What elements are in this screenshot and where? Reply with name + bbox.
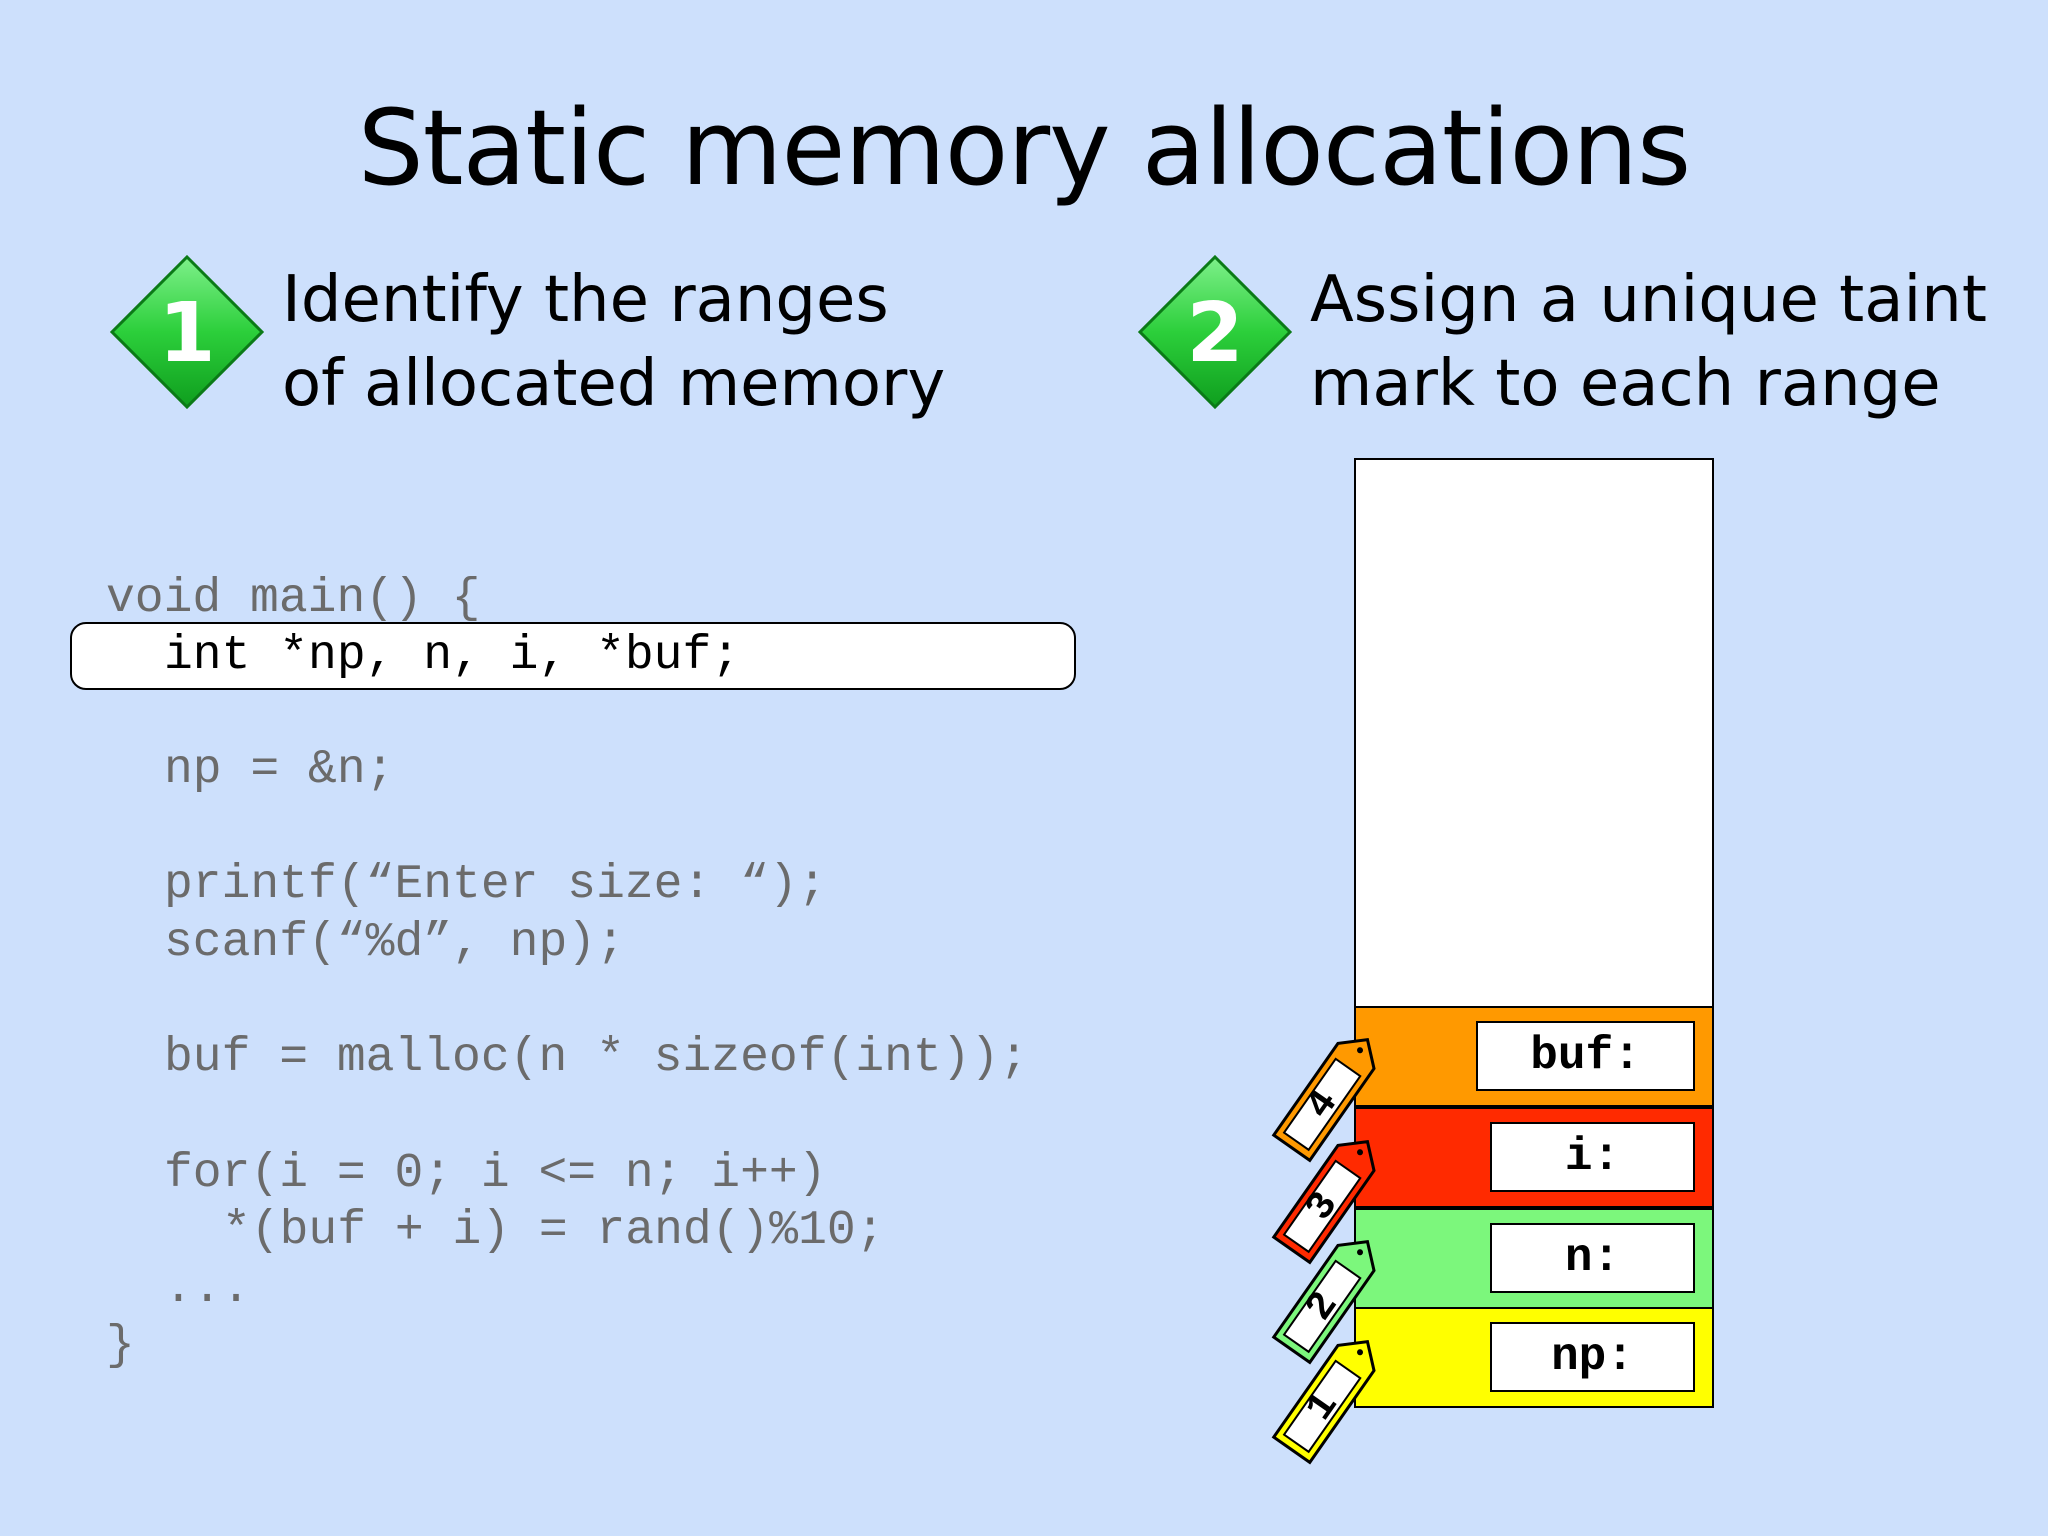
code-line: void main() { — [106, 572, 481, 626]
taint-tag-2-icon: 2 — [1271, 1239, 1376, 1365]
memory-segment-buf: buf: — [1354, 1006, 1714, 1107]
memory-label-np: np: — [1490, 1322, 1695, 1392]
code-line: ... — [164, 1262, 251, 1316]
step-2-line-1: Assign a unique taint — [1310, 263, 1987, 337]
highlight-box — [70, 622, 1076, 690]
memory-segment-n: n: — [1354, 1208, 1714, 1309]
code-line: np = &n; — [164, 743, 395, 797]
step-1-line-1: Identify the ranges — [282, 263, 889, 337]
memory-label-buf: buf: — [1476, 1021, 1695, 1091]
code-line: for(i = 0; i <= n; i++) — [164, 1147, 827, 1201]
code-listing: void main() { np = &n; printf(“Enter siz… — [106, 570, 1028, 1373]
step-2-diamond-icon: 2 — [1138, 255, 1292, 409]
taint-tag-3-icon: 3 — [1271, 1139, 1376, 1265]
memory-label-i: i: — [1490, 1122, 1695, 1192]
memory-segment-i: i: — [1354, 1107, 1714, 1208]
code-line: scanf(“%d”, np); — [164, 916, 625, 970]
taint-tag-4-icon: 4 — [1271, 1037, 1376, 1163]
code-line: } — [106, 1319, 135, 1373]
step-1-line-2: of allocated memory — [282, 347, 946, 421]
code-line-declaration: int *np, n, i, *buf; — [164, 629, 741, 683]
slide-title: Static memory allocations — [357, 87, 1691, 209]
step-2-line-2: mark to each range — [1310, 347, 1941, 421]
code-line: *(buf + i) = rand()%10; — [222, 1204, 885, 1258]
step-1-diamond-icon: 1 — [110, 255, 264, 409]
code-line: printf(“Enter size: “); — [164, 858, 827, 912]
memory-label-n: n: — [1490, 1223, 1695, 1293]
step-1-text: Identify the ranges of allocated memory — [282, 258, 945, 426]
memory-segment-np: np: — [1354, 1307, 1714, 1408]
step-2-number: 2 — [1186, 286, 1243, 381]
step-1-number: 1 — [158, 286, 215, 381]
taint-tag-1-icon: 1 — [1271, 1339, 1376, 1465]
step-2-text: Assign a unique taint mark to each range — [1310, 258, 1987, 426]
code-line: buf = malloc(n * sizeof(int)); — [164, 1031, 1029, 1085]
